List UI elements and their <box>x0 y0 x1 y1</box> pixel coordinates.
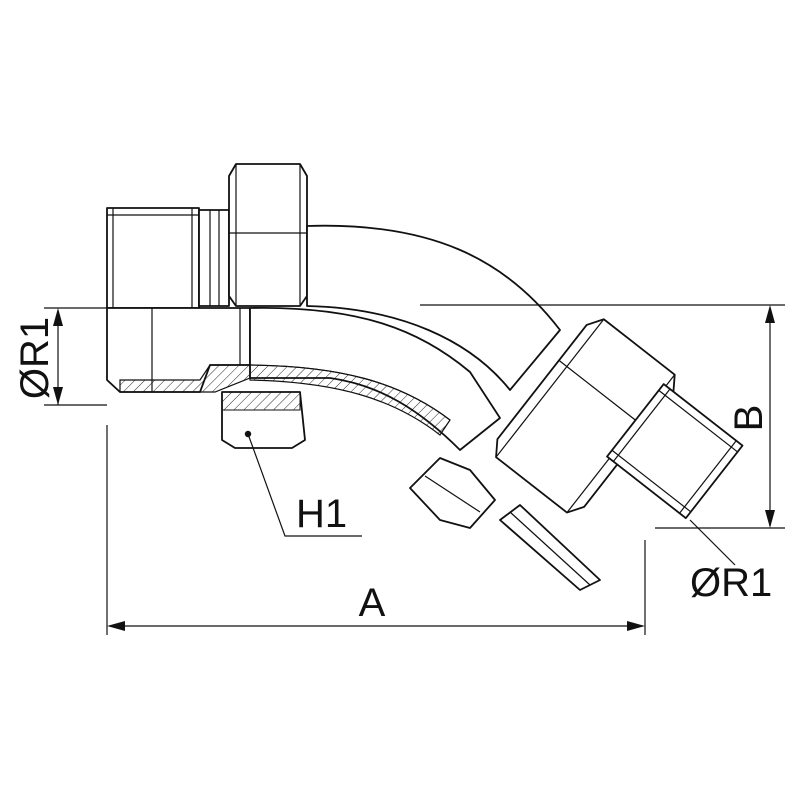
leader-diameter-right <box>689 519 736 566</box>
label-diameter-left: ØR1 <box>13 317 57 399</box>
left-hex-nut <box>228 163 308 307</box>
leader-port-h1 <box>247 433 362 537</box>
bent-tube <box>306 224 561 391</box>
label-height-b: B <box>727 405 771 432</box>
left-threaded-end <box>106 207 230 309</box>
label-port-h1: H1 <box>296 492 347 536</box>
label-diameter-right: ØR1 <box>690 561 772 605</box>
dimension-length-a <box>106 425 646 635</box>
lower-body-section <box>106 307 501 529</box>
right-threaded-end <box>606 383 744 520</box>
label-length-a: A <box>359 581 386 625</box>
right-lower-edge <box>499 504 601 591</box>
dimension-height-b <box>420 304 785 529</box>
dimension-diameter-left <box>44 307 107 406</box>
